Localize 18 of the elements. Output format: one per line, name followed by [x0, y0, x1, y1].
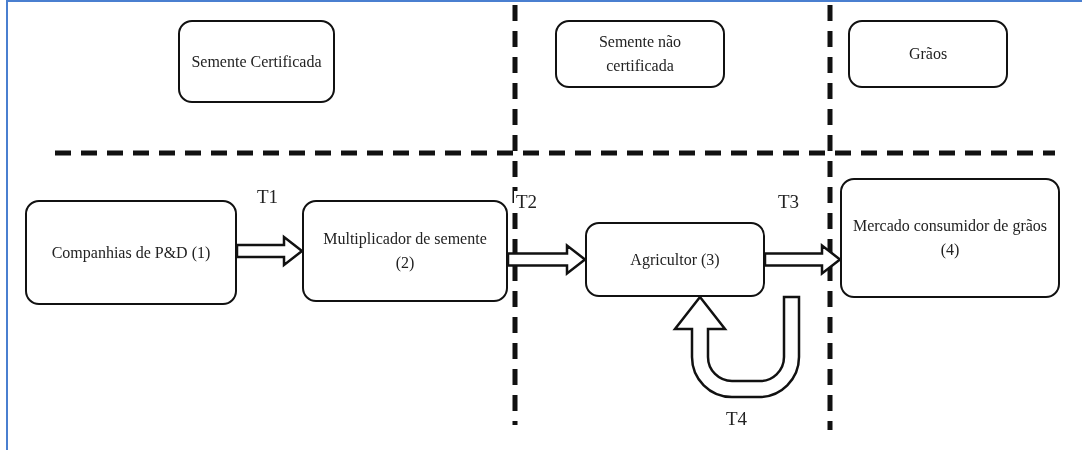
block-arrow [763, 242, 843, 277]
process-box [555, 20, 725, 88]
process-box [178, 20, 335, 103]
box-label: Agricultor (3) [630, 249, 720, 271]
process-box [840, 178, 1060, 298]
block-arrow [235, 234, 305, 268]
box-label: Mercado consumidor de grãos (4) [852, 216, 1048, 261]
box-label: Semente não certificada [597, 32, 683, 76]
block-arrow [506, 242, 588, 277]
box-label: Semente Certificada [191, 51, 322, 72]
process-box [302, 200, 508, 302]
process-box [25, 200, 237, 305]
process-box [848, 20, 1008, 88]
box-label: Companhias de P&D (1) [51, 242, 211, 264]
block-arrow [673, 295, 801, 399]
box-label: Grãos [908, 44, 948, 64]
box-label: Multiplicador de semente (2) [322, 229, 488, 274]
process-box [585, 222, 765, 297]
